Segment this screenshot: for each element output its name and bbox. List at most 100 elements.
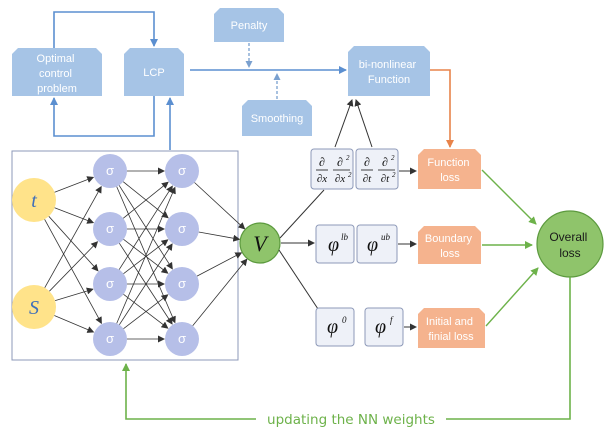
input-s-label: S <box>29 297 39 319</box>
lcp-label: LCP <box>143 67 164 79</box>
edge-h1n2-h2n1 <box>122 181 169 219</box>
bi-nonlinear-label: bi-nonlinear Function <box>359 59 420 86</box>
hidden1-sigma-1: σ <box>106 163 114 178</box>
input-t-node <box>12 178 56 222</box>
penalty-box <box>214 8 284 42</box>
overall-loss-label: Overall loss <box>549 230 590 260</box>
hidden1-node-3 <box>93 267 127 301</box>
hidden2-node-4 <box>165 322 199 356</box>
dx-numerator: ∂ <box>319 155 325 169</box>
edge-input2-h1n3 <box>54 287 94 301</box>
edge-input1-h1n1 <box>54 176 95 193</box>
hidden1-node-4 <box>93 322 127 356</box>
top-flow: Optimal control problem LCP Penalty Smoo… <box>12 8 430 150</box>
hidden2-sigma-4: σ <box>178 331 186 346</box>
derivative-t-box: ∂ ∂t ∂ 2 ∂t 2 <box>355 148 399 190</box>
hidden2-node-3 <box>165 267 199 301</box>
function-loss-label: Function loss <box>427 157 472 184</box>
v-to-initial-line <box>278 249 321 313</box>
edge-h1n1-h2n2 <box>122 181 169 219</box>
update-label-bg <box>256 410 446 428</box>
edge-h2n3-v <box>196 252 243 277</box>
input-s-node <box>12 285 56 329</box>
edge-h1n4-h2n3 <box>123 294 169 330</box>
smoothing-box <box>242 100 312 136</box>
hidden1-sigma-4: σ <box>106 331 114 346</box>
edge-h1n2-h2n4 <box>118 242 173 325</box>
optimal-control-label: Optimal control problem <box>37 53 78 95</box>
hidden2-node-1 <box>165 154 199 188</box>
phi-lb-superscript: lb <box>341 232 349 242</box>
edge-input2-h1n2 <box>49 241 99 292</box>
dt-numerator: ∂ <box>364 155 370 169</box>
v-to-derivatives-line <box>279 189 325 239</box>
derivative-x-to-function-arrow <box>334 99 354 148</box>
v-branches <box>278 99 373 313</box>
hidden1-node-1 <box>93 154 127 188</box>
update-weights-label: updating the NN weights <box>267 412 435 428</box>
smoothing-label: Smoothing <box>251 113 304 125</box>
overall-loss-node <box>536 210 604 278</box>
function-to-function-loss-arrow <box>430 69 454 148</box>
phi-0-symbol: φ <box>327 316 338 338</box>
edge-input1-h1n4 <box>44 219 102 325</box>
edge-input1-h1n3 <box>48 216 99 272</box>
input-t-label: t <box>31 190 37 212</box>
dx2-numerator-power: 2 <box>346 154 350 162</box>
hidden2-sigma-3: σ <box>178 276 186 291</box>
function-loss-to-overall-arrow <box>481 169 537 225</box>
edge-h1n4-h2n1 <box>116 186 176 324</box>
loop-top-arrow <box>53 11 158 48</box>
dt-denominator: ∂t <box>363 173 372 185</box>
hidden1-sigma-2: σ <box>106 221 114 236</box>
phi-lb-symbol: φ <box>328 234 339 256</box>
boundary-loss-box <box>418 226 481 264</box>
hidden2-node-2 <box>165 212 199 246</box>
phi-ub-superscript: ub <box>381 232 391 242</box>
dx2-denominator: ∂x <box>335 173 345 185</box>
dt2-denominator-power: 2 <box>392 171 396 179</box>
dx2-numerator: ∂ <box>337 155 343 169</box>
edge-h2n4-v <box>192 258 248 327</box>
network-edges <box>44 167 248 343</box>
edge-h1n1-h2n3 <box>118 185 173 270</box>
v-label: V <box>253 231 269 256</box>
neural-network: t S σ σ σ σ σ σ σ σ <box>11 150 248 361</box>
phi-f-box: φ f <box>364 307 404 347</box>
penalty-label: Penalty <box>231 20 268 32</box>
function-loss-box <box>418 149 481 189</box>
edge-h2n2-v <box>198 231 241 242</box>
boundary-loss-label: Boundary loss <box>425 233 475 260</box>
derivative-x-box: ∂ ∂x ∂ 2 ∂x 2 <box>310 148 354 190</box>
lcp-box <box>124 48 184 96</box>
hidden1-node-2 <box>93 212 127 246</box>
phi-f-symbol: φ <box>375 316 386 338</box>
edge-h1n4-h2n2 <box>118 243 173 326</box>
phi-ub-symbol: φ <box>367 234 378 256</box>
phi-0-box: φ 0 <box>315 307 355 347</box>
dx2-denominator-power: 2 <box>348 171 352 179</box>
v-node <box>239 222 281 264</box>
initial-final-loss-label: Initial and finial loss <box>426 316 476 343</box>
dt2-numerator-power: 2 <box>391 154 395 162</box>
bi-nonlinear-box <box>348 46 430 96</box>
dt2-denominator: ∂t <box>381 173 390 185</box>
phi-f-superscript: f <box>390 315 394 325</box>
phi-ub-box: φ ub <box>356 224 398 264</box>
edge-h1n3-h2n1 <box>118 185 173 270</box>
hidden2-sigma-1: σ <box>178 163 186 178</box>
initial-final-loss-box <box>418 308 485 348</box>
hidden2-sigma-2: σ <box>178 221 186 236</box>
hidden1-sigma-3: σ <box>106 276 114 291</box>
phi-0-superscript: 0 <box>342 315 347 325</box>
edge-h1n3-h2n4 <box>123 293 169 329</box>
dx-denominator: ∂x <box>317 173 327 185</box>
edge-input1-h1n2 <box>54 207 95 224</box>
edge-input2-h1n4 <box>54 315 95 333</box>
phi-lb-box: φ lb <box>315 224 355 264</box>
optimal-control-box <box>12 48 102 96</box>
initial-loss-to-overall-arrow <box>485 267 539 327</box>
derivative-t-to-function-arrow <box>354 99 373 148</box>
dt2-numerator: ∂ <box>382 155 388 169</box>
